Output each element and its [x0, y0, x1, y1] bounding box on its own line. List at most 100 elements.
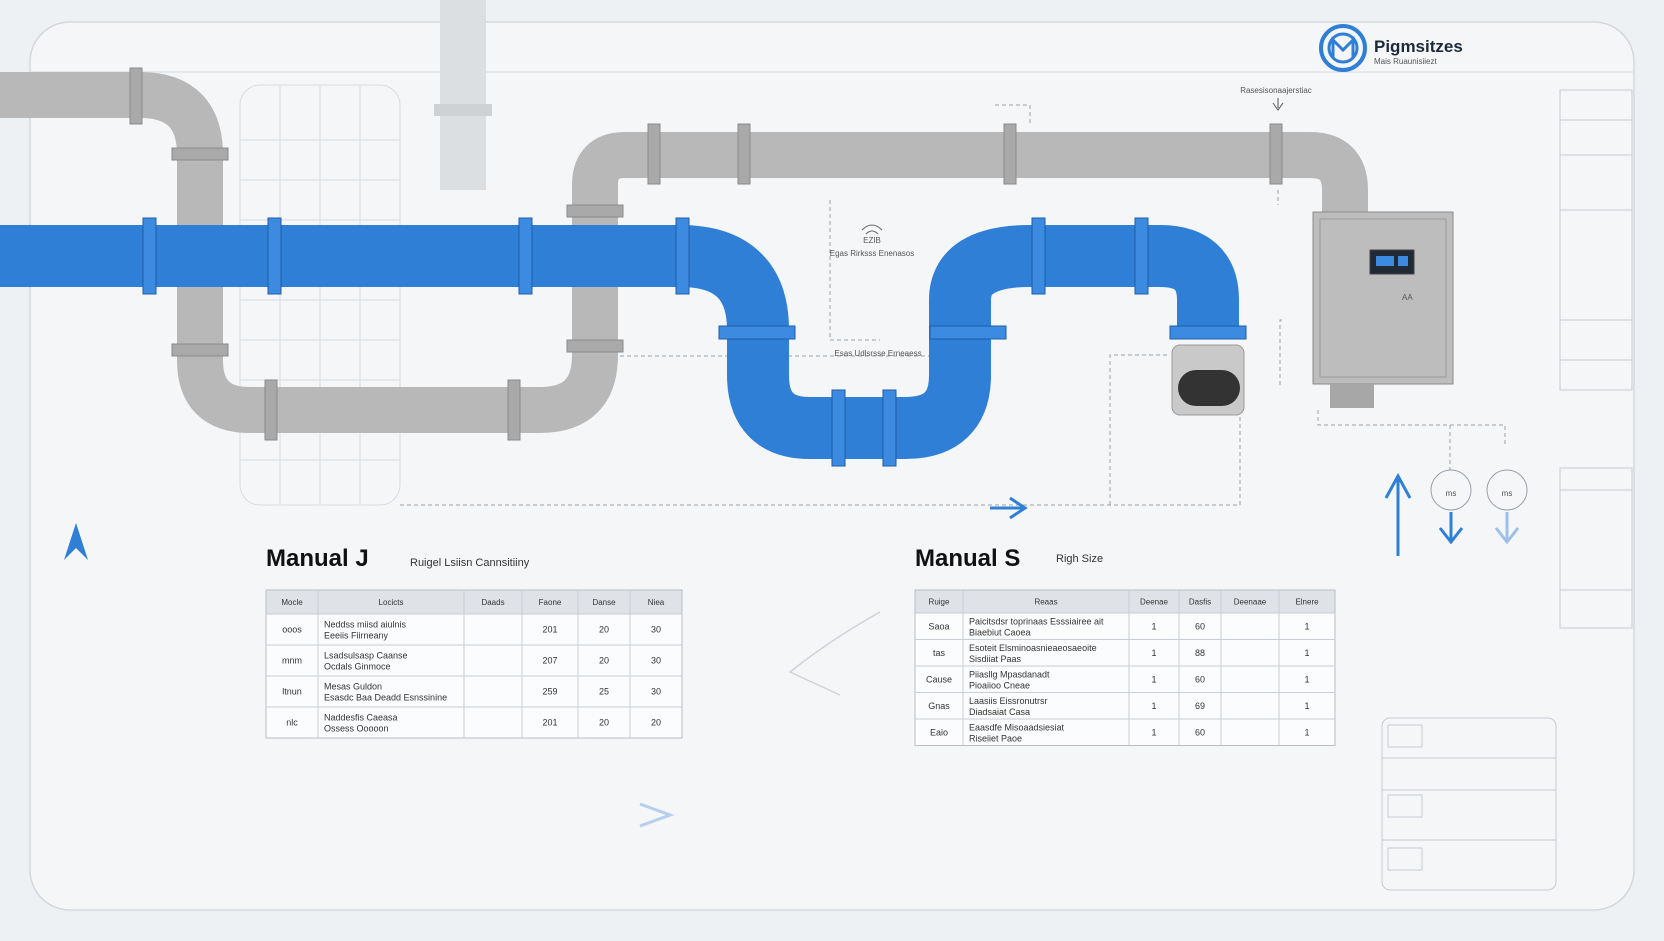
- manual-j-header-cell: Faone: [539, 598, 562, 607]
- manual-s-cell: Paicitsdsr toprinaas Esssiairee ait: [969, 616, 1104, 626]
- manual-j-subtitle: Ruigel Lsiisn Cannsitiiny: [410, 557, 530, 569]
- manual-s-cell: 60: [1195, 727, 1205, 737]
- side-schematic-panels: [1381, 89, 1633, 891]
- top-callout-arrow: [1272, 98, 1284, 111]
- manual-s-cell: Laasiis Eissronutrsr: [969, 696, 1048, 706]
- manual-s-header-cell: Dasfis: [1189, 598, 1211, 607]
- flow-up-arrow-left: [64, 523, 88, 560]
- valve-left: [1430, 469, 1472, 511]
- manual-s-cell: Biaebiut Caoea: [969, 627, 1031, 637]
- valve-right-label: ms: [1502, 489, 1513, 498]
- manual-j-cell: 25: [599, 687, 609, 697]
- manual-s-cell: Eaio: [930, 727, 948, 737]
- controller-box: AA: [1312, 211, 1454, 408]
- manual-s-cell: 1: [1151, 701, 1156, 711]
- vertical-duct: [440, 0, 486, 190]
- manual-j-header-cell: Mocle: [281, 598, 303, 607]
- manual-s-cell: Piiasllg Mpasdanadt: [969, 669, 1050, 679]
- manual-j-header-cell: Locicts: [379, 598, 404, 607]
- manual-s-cell: Saoa: [928, 621, 949, 631]
- manual-j-cell: Naddesfis Caeasa: [324, 713, 398, 723]
- valve-right: [1486, 469, 1528, 511]
- manual-j-cell: 201: [542, 625, 557, 635]
- manual-j-cell: Neddss miisd aiulnis: [324, 620, 407, 630]
- manual-j-cell: 30: [651, 687, 661, 697]
- flow-right-arrowhead: [639, 802, 675, 828]
- manual-s-header-cell: Deenaae: [1234, 598, 1267, 607]
- manual-s-cell: 1: [1304, 701, 1309, 711]
- sensor-label-1: Egas Rirksss Enenasos: [830, 249, 914, 258]
- manual-j-cell: mnm: [282, 656, 302, 666]
- manual-j-header-cell: Daads: [481, 598, 504, 607]
- manual-s-cell: Eaasdfe Misoaadsiesiat: [969, 722, 1065, 732]
- manual-s-cell: Diadsaiat Casa: [969, 707, 1030, 717]
- manual-j-cell: 20: [651, 718, 661, 728]
- manual-j-cell: 20: [599, 656, 609, 666]
- flow-right-arrow-mid: [990, 496, 1028, 520]
- manual-s-cell: 1: [1304, 674, 1309, 684]
- sensor-tag: EZIB: [863, 236, 881, 245]
- manual-s-cell: Riseiiet Paoe: [969, 733, 1022, 743]
- manual-s-cell: Pioaiioo Cneae: [969, 680, 1030, 690]
- manual-j-cell: 207: [542, 656, 557, 666]
- manual-j-header-cell: Danse: [592, 598, 616, 607]
- valve-arrows: [1384, 472, 1520, 556]
- manual-j-frame: [265, 589, 683, 739]
- manual-j-cell: 259: [542, 687, 557, 697]
- supply-pipe-fittings: [142, 217, 1247, 467]
- manual-j-cell: Lsadsulsasp Caanse: [324, 651, 408, 661]
- manual-s-header-cell: Deenae: [1140, 598, 1169, 607]
- control-wiring: [400, 104, 1506, 506]
- manual-j-cell: nlc: [286, 718, 298, 728]
- manual-s-title: Manual S: [915, 545, 1020, 572]
- top-callout: Rasesisonaajerstiac: [1240, 86, 1312, 95]
- valve-left-label: ms: [1446, 489, 1457, 498]
- manual-s-cell: Cause: [926, 674, 952, 684]
- manual-s-cell: 69: [1195, 701, 1205, 711]
- manual-s-cell: tas: [933, 648, 946, 658]
- manual-j-header-cell: Niea: [648, 598, 665, 607]
- manual-s-cell: 1: [1151, 674, 1156, 684]
- manual-s-cell: 88: [1195, 648, 1205, 658]
- manual-s-cell: 60: [1195, 621, 1205, 631]
- duct-clamp: [434, 104, 492, 116]
- manual-s-cell: 60: [1195, 674, 1205, 684]
- manual-s-header-row: [914, 589, 1336, 614]
- manual-s-cell: 1: [1151, 648, 1156, 658]
- return-pipe-fittings: [129, 67, 1283, 441]
- manual-s-header-cell: Elnere: [1295, 598, 1319, 607]
- manual-j-cell: 20: [599, 718, 609, 728]
- sensor-icon: [861, 224, 883, 235]
- manual-j-cell: 30: [651, 625, 661, 635]
- manual-j-cell: Ossess Ooooon: [324, 724, 389, 734]
- manual-j-cell: Esasdc Baa Deadd Esnssinine: [324, 693, 447, 703]
- manual-j-header-row: [265, 589, 683, 615]
- manual-s-subtitle: Righ Size: [1056, 553, 1103, 565]
- controller-indicator: AA: [1402, 293, 1413, 302]
- manual-s-cell: Esoteit Elsminoasnieaeosaeoite: [969, 643, 1097, 653]
- brand-logo: [1319, 24, 1367, 72]
- manual-s-cell: 1: [1151, 621, 1156, 631]
- manual-s-header-cell: Ruige: [929, 598, 950, 607]
- background-grid: [30, 71, 1634, 506]
- return-pipe: [0, 72, 1368, 433]
- decorative-curve: [788, 611, 881, 696]
- blower-outlet: [1178, 370, 1240, 406]
- manual-j-cell: 30: [651, 656, 661, 666]
- manual-s-cell: Sisdiiat Paas: [969, 654, 1022, 664]
- brand-name: Pigmsitzes: [1374, 37, 1463, 56]
- manual-s-header-cell: Reaas: [1034, 598, 1057, 607]
- manual-s-cell: Gnas: [928, 701, 950, 711]
- sensor-label-2: Esas Udlsrsse Erneaess: [834, 349, 921, 358]
- supply-pipe: [0, 225, 1239, 459]
- manual-s-cell: 1: [1304, 727, 1309, 737]
- brand-tagline: Mais Ruaunisiiezt: [1374, 57, 1437, 66]
- manual-j-cell: 20: [599, 625, 609, 635]
- manual-s-cell: 1: [1304, 648, 1309, 658]
- manual-j-title: Manual J: [266, 545, 369, 572]
- manual-j-cell: Eeeiis Fiirneany: [324, 631, 389, 641]
- manual-s-cell: 1: [1151, 727, 1156, 737]
- manual-s-frame: [914, 589, 1336, 746]
